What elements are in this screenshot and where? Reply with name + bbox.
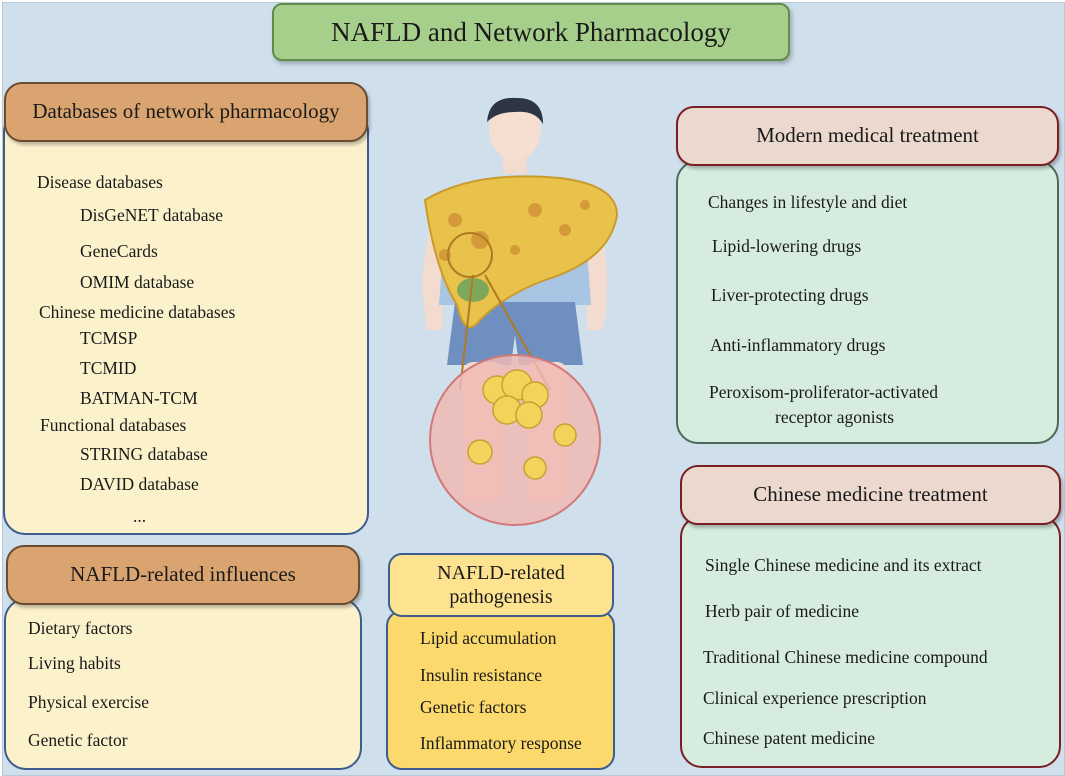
database-item: DisGeNET database xyxy=(80,205,224,225)
database-item: STRING database xyxy=(80,444,208,464)
chinese-treatment-item: Chinese patent medicine xyxy=(703,728,876,748)
chinese-treatment-item: Herb pair of medicine xyxy=(705,601,860,621)
influence-item: Genetic factor xyxy=(28,730,128,750)
chinese-treatment-item: Single Chinese medicine and its extract xyxy=(705,555,982,575)
database-item: TCMSP xyxy=(80,328,138,348)
pathogenesis-item: Genetic factors xyxy=(420,697,527,717)
modern-treatment-item-cont: receptor agonists xyxy=(775,407,895,427)
influence-item: Living habits xyxy=(28,653,121,673)
chinese-treatment-item: Traditional Chinese medicine compound xyxy=(703,647,988,667)
database-item: GeneCards xyxy=(80,241,158,261)
pathogenesis-item: Inflammatory response xyxy=(420,733,582,753)
diagram-title: NAFLD and Network Pharmacology xyxy=(272,3,790,61)
database-item: TCMID xyxy=(80,358,137,378)
modern-treatment-item: Anti-inflammatory drugs xyxy=(710,335,886,355)
pathogenesis-panel xyxy=(386,610,615,770)
database-item: OMIM database xyxy=(80,272,195,292)
liver-icon xyxy=(423,175,619,329)
pathogenesis-header-line2: pathogenesis xyxy=(449,586,553,608)
influence-item: Physical exercise xyxy=(28,692,149,712)
database-category: Functional databases xyxy=(40,415,187,435)
chinese-treatment-header: Chinese medicine treatment xyxy=(680,465,1061,525)
modern-treatment-header: Modern medical treatment xyxy=(676,106,1059,166)
person-liver-illustration xyxy=(422,97,619,526)
databases-panel xyxy=(3,110,369,535)
chinese-treatment-item: Clinical experience prescription xyxy=(703,688,927,708)
fat-droplet-icon xyxy=(467,369,577,480)
modern-treatment-panel xyxy=(676,160,1059,444)
magnifier-circle-icon xyxy=(429,274,601,526)
pathogenesis-item: Insulin resistance xyxy=(420,665,542,685)
pathogenesis-header-line1: NAFLD-related xyxy=(437,562,565,584)
influences-header: NAFLD-related influences xyxy=(6,545,360,605)
modern-treatment-item: Lipid-lowering drugs xyxy=(712,236,862,256)
modern-treatment-item: Peroxisom-proliferator-activated xyxy=(709,382,939,402)
databases-header: Databases of network pharmacology xyxy=(4,82,368,142)
database-item: BATMAN-TCM xyxy=(80,388,198,408)
modern-treatment-item: Changes in lifestyle and diet xyxy=(708,192,908,212)
database-category: Chinese medicine databases xyxy=(39,302,236,322)
database-item: DAVID database xyxy=(80,474,199,494)
modern-treatment-item: Liver-protecting drugs xyxy=(711,285,869,305)
influences-panel xyxy=(4,598,362,770)
pathogenesis-item: Lipid accumulation xyxy=(420,628,557,648)
database-ellipsis: ... xyxy=(133,506,147,526)
influence-item: Dietary factors xyxy=(28,618,133,638)
pathogenesis-header: NAFLD-related pathogenesis xyxy=(388,553,614,617)
database-category: Disease databases xyxy=(37,172,163,192)
